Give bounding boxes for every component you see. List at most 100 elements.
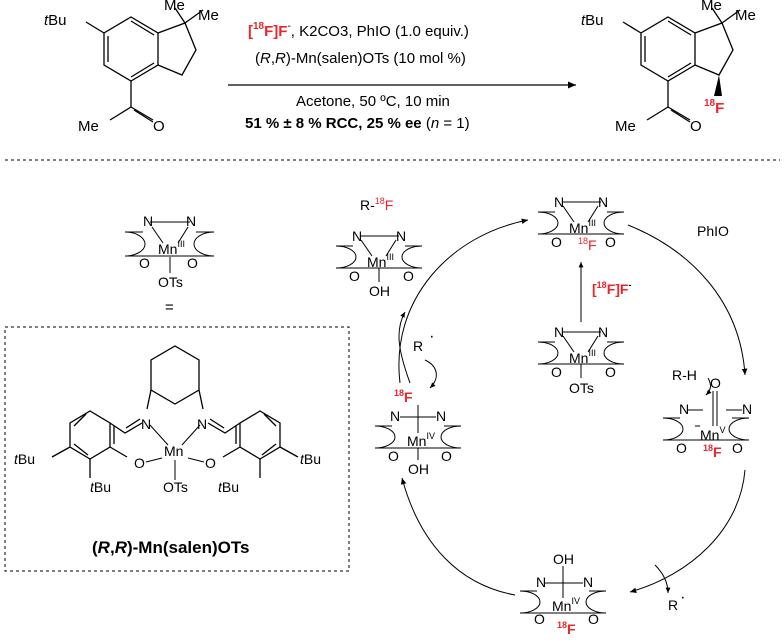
- cycle-mn5-oxo: O N N MnV O 18F O: [662, 375, 752, 460]
- hydroxo-oh: OH: [553, 551, 574, 567]
- salen-o2: O: [205, 455, 216, 471]
- top-n1: N: [554, 194, 564, 210]
- left-oh: OH: [408, 461, 429, 477]
- cycle-rh-label: R-H: [672, 367, 697, 383]
- product-acyl-o-label: O: [690, 118, 702, 135]
- oxo-mn: MnV: [700, 425, 725, 443]
- legend-o1: O: [139, 255, 150, 271]
- oxo-o1: O: [676, 440, 687, 456]
- left-n1: N: [390, 408, 400, 424]
- cycle-mn4-oh-fluoride: 18F N N MnIV O OH O: [374, 388, 462, 477]
- start-o2: O: [605, 364, 616, 380]
- salen-tbu-bottom-left: tBu: [90, 479, 111, 495]
- catalyst-line: (R,R)-Mn(salen)OTs (10 mol %): [255, 50, 466, 67]
- cycle-radical-r2: R·: [413, 328, 434, 354]
- hydroxo-n1: N: [536, 574, 546, 590]
- cycle-phio-label: PhIO: [697, 223, 729, 239]
- legend-n1: N: [143, 213, 153, 229]
- hydroxo-o2: O: [588, 611, 599, 627]
- start-mn: MnIII: [569, 348, 596, 366]
- substrate-me1-label: Me: [164, 0, 185, 14]
- substrate-acyl-me-label: Me: [78, 118, 99, 135]
- legend-mn: MnIII: [158, 239, 185, 257]
- product-wedge-bond: [714, 75, 722, 96]
- legend-equals: =: [165, 299, 174, 316]
- hydroxo-mn: MnIV: [552, 596, 580, 614]
- substrate-acyl-o-label: O: [153, 118, 165, 135]
- legend-n2: N: [186, 213, 196, 229]
- left-18f: 18F: [394, 388, 413, 405]
- salen-ots: OTs: [163, 479, 188, 495]
- product-oh: OH: [369, 283, 390, 299]
- cycle-arc-hat: [629, 469, 746, 593]
- substrate-structure: tBu Me Me Me O: [44, 0, 219, 135]
- top-n2: N: [598, 194, 608, 210]
- salen-o1: O: [134, 455, 145, 471]
- product-mn: MnIII: [367, 252, 394, 270]
- rebound-arrow: [424, 359, 437, 389]
- product-r18f-label: R-18F: [360, 196, 393, 213]
- reagent-line: [18F]F-, K2CO3, PhIO (1.0 equiv.): [248, 21, 469, 40]
- salen-n1: N: [141, 416, 151, 432]
- reaction-conditions: [18F]F-, K2CO3, PhIO (1.0 equiv.) (R,R)-…: [228, 21, 576, 132]
- hydroxo-n2: N: [583, 574, 593, 590]
- hydroxo-18f: 18F: [557, 620, 576, 637]
- oxo-18f: 18F: [703, 443, 722, 460]
- conditions-line: Acetone, 50 ºC, 10 min: [296, 93, 450, 110]
- legend-simplified-catalyst: N N MnIII O O OTs =: [124, 213, 215, 316]
- cycle-mn3-ots-start: N N MnIII O O OTs: [537, 324, 625, 396]
- start-n2: N: [598, 324, 608, 340]
- left-o2: O: [441, 448, 452, 464]
- product-acyl-me-label: Me: [615, 118, 636, 135]
- cycle-arc-regeneration: [398, 218, 529, 384]
- salen-name-label: (R,R)-Mn(salen)OTs: [92, 538, 249, 557]
- cycle-mn3-fluoride: N N MnIII O 18F O: [537, 194, 625, 253]
- salen-n2: N: [197, 416, 207, 432]
- oxo-o2: O: [732, 440, 743, 456]
- salen-tbu-right: tBu: [300, 451, 321, 467]
- product-18f-label: 18F: [704, 98, 724, 117]
- salen-full-structure: N N Mn O O OTs tBu tBu tBu tBu (R,R)-Mn(…: [14, 345, 321, 557]
- radical-release-arrow: [654, 564, 671, 594]
- product-release-arrow: [398, 311, 411, 384]
- salen-tbu-bottom-right: tBu: [218, 479, 239, 495]
- legend-o2: O: [187, 255, 198, 271]
- cycle-radical-r: R·: [668, 589, 685, 613]
- product-n1: N: [352, 228, 362, 244]
- oxo-n1: N: [679, 401, 689, 417]
- product-me2-label: Me: [735, 7, 756, 24]
- product-o1: O: [349, 268, 360, 284]
- result-line: 51 % ± 8 % RCC, 25 % ee (n = 1): [245, 115, 470, 132]
- cycle-arc-capture: [400, 477, 516, 596]
- cycle-reagent-18f: [18F]F-: [592, 280, 631, 297]
- product-tbu-label: tBu: [581, 12, 604, 29]
- substrate-me2-label: Me: [198, 7, 219, 24]
- top-mn: MnIII: [569, 218, 596, 236]
- left-n2: N: [436, 408, 446, 424]
- product-me1-label: Me: [701, 0, 722, 14]
- salen-tbu-left: tBu: [14, 451, 35, 467]
- product-structure: tBu Me Me Me O 18F: [581, 0, 756, 135]
- substrate-tbu-label: tBu: [44, 12, 67, 29]
- cycle-mn4-hydroxo: OH N N MnIV O 18F O: [519, 551, 607, 637]
- start-o1: O: [551, 364, 562, 380]
- cycle-arc-oxidation: [627, 224, 748, 376]
- top-18f: 18F: [578, 236, 597, 253]
- oxo-o-top: O: [710, 375, 721, 391]
- left-o1: O: [388, 448, 399, 464]
- oxo-n2: N: [742, 401, 752, 417]
- start-n1: N: [554, 324, 564, 340]
- top-o1: O: [551, 234, 562, 250]
- cycle-mn3-hydroxo-product: R-18F N N MnIII O OH O: [335, 196, 423, 299]
- rh-curved-arrow: [705, 377, 712, 396]
- salen-mn: Mn: [164, 443, 183, 459]
- hydroxo-o1: O: [534, 611, 545, 627]
- product-o2: O: [403, 268, 414, 284]
- legend-ots: OTs: [158, 274, 183, 290]
- top-o2: O: [605, 234, 616, 250]
- product-n2: N: [396, 228, 406, 244]
- start-ots: OTs: [569, 380, 594, 396]
- left-mn: MnIV: [407, 431, 435, 449]
